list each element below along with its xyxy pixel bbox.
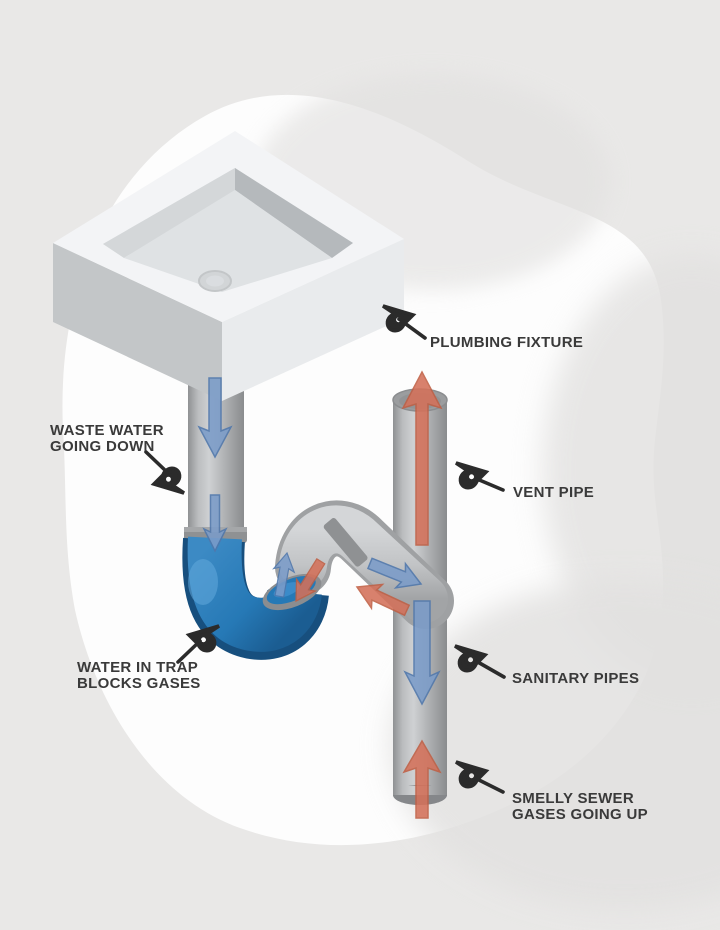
label-smelly-sewer: SMELLY SEWER GASES GOING UP [512, 791, 648, 822]
label-water-in-trap: WATER IN TRAP BLOCKS GASES [77, 660, 201, 691]
label-water-in-trap-line1: WATER IN TRAP [77, 659, 199, 676]
label-waste-water-line1: WASTE WATER [50, 422, 164, 439]
sewer-gas-arrow [402, 739, 442, 819]
waste-water-arrow [197, 377, 233, 459]
trap-arm [275, 500, 454, 629]
label-smelly-sewer-line2: GASES GOING UP [512, 805, 648, 823]
label-plumbing-fixture: PLUMBING FIXTURE [430, 334, 584, 351]
p-trap [182, 536, 329, 660]
plumbing-fixture-sink [53, 131, 404, 401]
label-waste-water-line2: GOING DOWN [50, 437, 155, 455]
background-shade [542, 255, 720, 685]
label-smelly-sewer-line1: SMELLY SEWER [512, 790, 634, 807]
waste-water-arrow-small [202, 494, 228, 553]
label-vent-pipe: VENT PIPE [513, 484, 595, 501]
leader-lines [144, 304, 506, 794]
vent-gas-arrow [401, 370, 443, 546]
stack-water-arrow [403, 600, 441, 706]
trap-water-highlight [188, 559, 218, 605]
flow-arrows [197, 370, 443, 819]
label-water-in-trap-line2: BLOCKS GASES [77, 674, 201, 692]
label-waste-water: WASTE WATER GOING DOWN [50, 423, 164, 454]
label-sanitary-pipes: SANITARY PIPES [512, 670, 640, 687]
